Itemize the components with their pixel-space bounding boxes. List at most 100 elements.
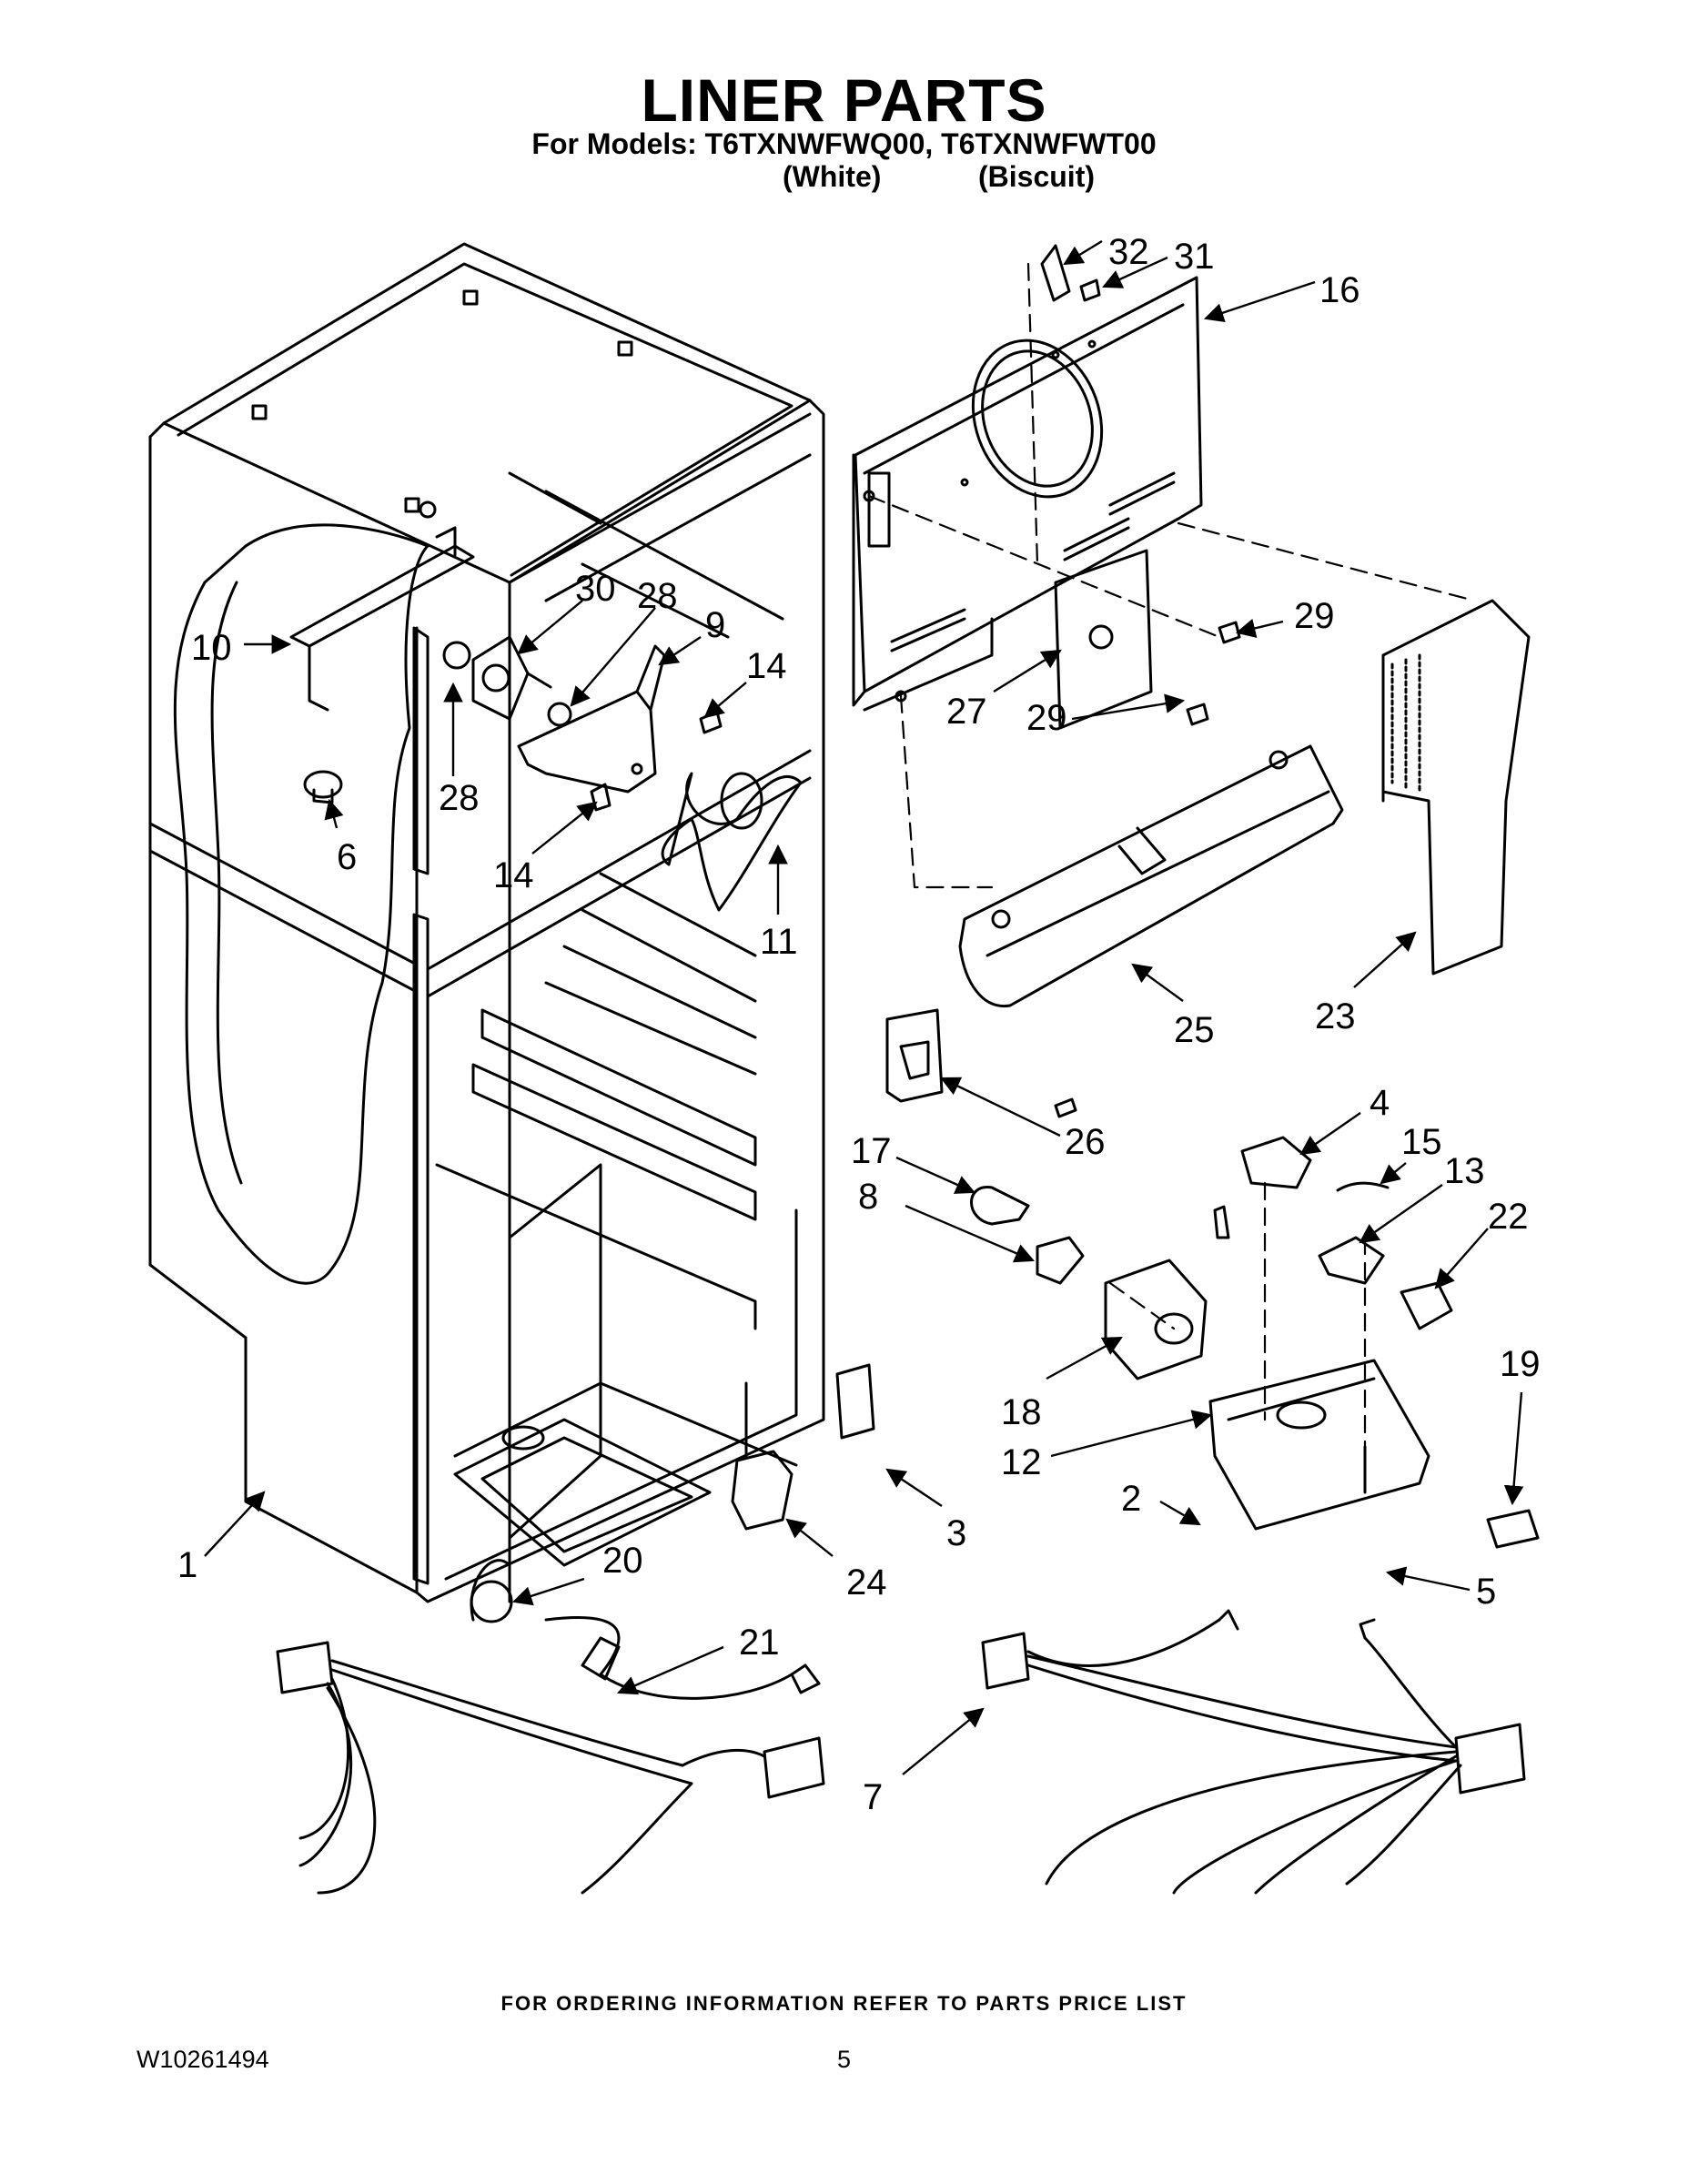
leader-12 <box>1050 1410 1213 1458</box>
socket-part-8-drawing <box>1036 1236 1085 1285</box>
callout-17: 17 <box>851 1131 892 1171</box>
callout-14-upper: 14 <box>746 646 787 686</box>
fan-blade-drawing <box>661 772 803 912</box>
leader-9 <box>658 636 702 666</box>
leader-19 <box>1503 1391 1524 1506</box>
spring-part-15-drawing <box>1336 1181 1390 1192</box>
leader-6 <box>324 798 344 829</box>
leader-13 <box>1359 1184 1443 1244</box>
callout-31: 31 <box>1174 237 1215 277</box>
callout-27: 27 <box>946 692 987 732</box>
leader-2 <box>1159 1500 1201 1526</box>
callout-14-lower: 14 <box>493 855 534 895</box>
thermistor-part-20 <box>470 1580 513 1623</box>
thermistor-cover-part-18-drawing <box>1104 1259 1208 1380</box>
screws-drawing <box>590 244 1241 1239</box>
socket-part-26-drawing <box>885 1008 944 1103</box>
switch-part-13-drawing <box>1318 1236 1385 1285</box>
callout-28-top: 28 <box>637 576 678 616</box>
page-title: LINER PARTS <box>641 66 1047 134</box>
leader-3 <box>885 1468 943 1507</box>
leader-28b <box>570 607 656 707</box>
callout-12: 12 <box>1001 1442 1042 1482</box>
thermostat-part-4-drawing <box>1240 1136 1312 1189</box>
leader-18 <box>1046 1336 1123 1380</box>
leader-5 <box>1385 1566 1471 1592</box>
page-number: 5 <box>837 2046 852 2073</box>
callout-9: 9 <box>705 605 725 645</box>
document-number: W10261494 <box>136 2046 269 2073</box>
bracket-part-25-drawing <box>958 744 1344 1008</box>
leader-20 <box>511 1577 585 1606</box>
callout-21: 21 <box>739 1623 780 1663</box>
callout-4: 4 <box>1370 1083 1390 1123</box>
switch-part-3-drawing <box>835 1363 875 1440</box>
callout-11: 11 <box>760 922 798 962</box>
callout-13: 13 <box>1444 1151 1485 1191</box>
grommet-part-28 <box>442 641 471 670</box>
leader-16 <box>1203 280 1316 323</box>
leader-29a <box>1235 618 1284 638</box>
drawing-linework <box>148 242 1540 1895</box>
evaporator-cover-drawing <box>852 276 1203 712</box>
callout-3: 3 <box>946 1513 966 1553</box>
callout-32: 32 <box>1108 232 1149 272</box>
callout-24: 24 <box>846 1562 887 1603</box>
variant-biscuit-label: (Biscuit) <box>978 160 1095 193</box>
leader-26 <box>940 1077 1061 1138</box>
ordering-note: FOR ORDERING INFORMATION REFER TO PARTS … <box>500 1992 1188 2015</box>
plate-part-27 <box>1054 549 1153 730</box>
bulb-part-17-drawing <box>970 1186 1030 1226</box>
fan-motor-drawing <box>471 635 572 727</box>
callout-29-lower: 29 <box>1026 698 1067 738</box>
callout-30: 30 <box>575 569 616 609</box>
leader-1 <box>204 1491 266 1557</box>
callout-25: 25 <box>1174 1010 1215 1050</box>
callout-7: 7 <box>863 1777 883 1817</box>
fan-bracket-drawing <box>517 644 666 794</box>
callout-16: 16 <box>1319 270 1360 310</box>
air-tower-drawing <box>1381 599 1531 976</box>
leader-25 <box>1131 963 1184 1002</box>
leader-29b <box>1071 693 1186 721</box>
callout-20: 20 <box>602 1541 643 1581</box>
leader-17 <box>895 1156 975 1194</box>
callout-22: 22 <box>1488 1197 1529 1237</box>
callout-19: 19 <box>1500 1344 1541 1384</box>
models-line: For Models: T6TXNWFWQ00, T6TXNWFWT00 <box>531 127 1157 160</box>
callout-23: 23 <box>1315 996 1356 1036</box>
leader-8 <box>905 1204 1035 1263</box>
light-housing-part-12-drawing <box>1208 1359 1430 1531</box>
leader-24 <box>785 1518 834 1557</box>
callout-26: 26 <box>1065 1122 1106 1162</box>
callout-15: 15 <box>1401 1122 1442 1162</box>
liner-cabinet-drawing <box>148 242 825 1603</box>
callout-18: 18 <box>1001 1392 1042 1432</box>
leader-30 <box>517 600 583 655</box>
leader-14b <box>531 801 598 854</box>
plug-part-6 <box>303 770 343 799</box>
alignment-dashes <box>867 262 1476 1476</box>
wire-harness-left-drawing <box>276 1559 825 1895</box>
callout-6: 6 <box>337 837 357 877</box>
leader-4 <box>1299 1112 1361 1156</box>
callout-1: 1 <box>177 1545 197 1585</box>
callout-2: 2 <box>1121 1479 1141 1519</box>
callout-labels: 1 2 3 4 5 6 7 8 9 10 11 12 13 14 14 15 1… <box>177 232 1541 1817</box>
relay-part-24-drawing <box>731 1450 793 1531</box>
leader-31 <box>1102 256 1168 288</box>
knob-part-22-drawing <box>1400 1281 1453 1330</box>
connector-part-19-drawing <box>1486 1509 1540 1549</box>
leader-22 <box>1434 1228 1489 1289</box>
callout-5: 5 <box>1476 1572 1496 1612</box>
wire-harness-right-drawing <box>981 1609 1526 1895</box>
callout-28-left: 28 <box>439 778 480 818</box>
leader-arrows <box>204 239 1524 1775</box>
leader-27 <box>993 649 1062 693</box>
leader-32 <box>1063 239 1103 266</box>
leader-14a <box>703 682 747 719</box>
leader-7 <box>902 1707 985 1775</box>
callout-29-upper: 29 <box>1294 596 1335 636</box>
